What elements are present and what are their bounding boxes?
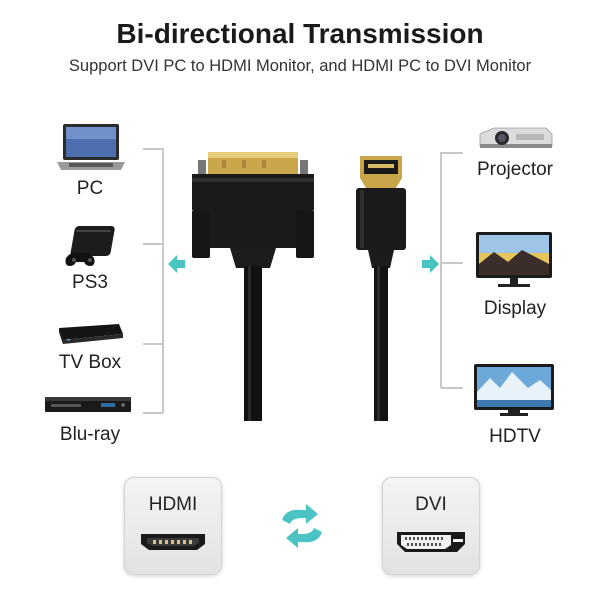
- monitor-icon: [476, 232, 552, 287]
- output-label-hdtv: HDTV: [489, 426, 541, 447]
- output-label-display: Display: [483, 298, 547, 319]
- swap-arrows-icon: [282, 504, 322, 548]
- left-tree-branch: [143, 343, 163, 345]
- set-top-box-icon: [59, 324, 123, 344]
- tv-icon: [474, 364, 554, 416]
- page-title: Bi-directional Transmission: [116, 18, 484, 49]
- hdmi-cable-connector: [356, 156, 406, 421]
- source-label-bluray: Blu-ray: [59, 424, 121, 445]
- hdmi-port-label: HDMI: [148, 494, 198, 515]
- page-subtitle: Support DVI PC to HDMI Monitor, and HDMI…: [68, 57, 532, 75]
- source-label-pc: PC: [76, 178, 104, 199]
- dvi-port-icon: [397, 532, 465, 552]
- source-label-tv-box: TV Box: [58, 352, 122, 373]
- left-arrow-icon: [168, 255, 185, 273]
- left-tree-branch: [143, 412, 163, 414]
- right-tree-branch: [441, 262, 463, 264]
- left-tree-branch: [143, 243, 163, 245]
- right-tree-trunk: [440, 152, 442, 388]
- output-label-projector: Projector: [476, 159, 554, 180]
- projector-icon: [479, 127, 553, 148]
- dvi-cable-connector: [192, 152, 314, 421]
- right-arrow-icon: [422, 255, 439, 273]
- left-tree-trunk: [162, 148, 164, 413]
- left-tree-branch: [143, 148, 163, 150]
- dvi-port-label: DVI: [415, 494, 447, 515]
- game-console-icon: [65, 226, 115, 266]
- hdmi-port-icon: [141, 534, 205, 550]
- dvi-port-badge: DVI: [382, 477, 480, 575]
- right-tree-branch: [441, 387, 463, 389]
- laptop-icon: [57, 124, 125, 170]
- hdmi-port-badge: HDMI: [124, 477, 222, 575]
- bluray-player-icon: [45, 397, 131, 412]
- source-label-ps3: PS3: [72, 272, 108, 293]
- right-tree-branch: [441, 152, 463, 154]
